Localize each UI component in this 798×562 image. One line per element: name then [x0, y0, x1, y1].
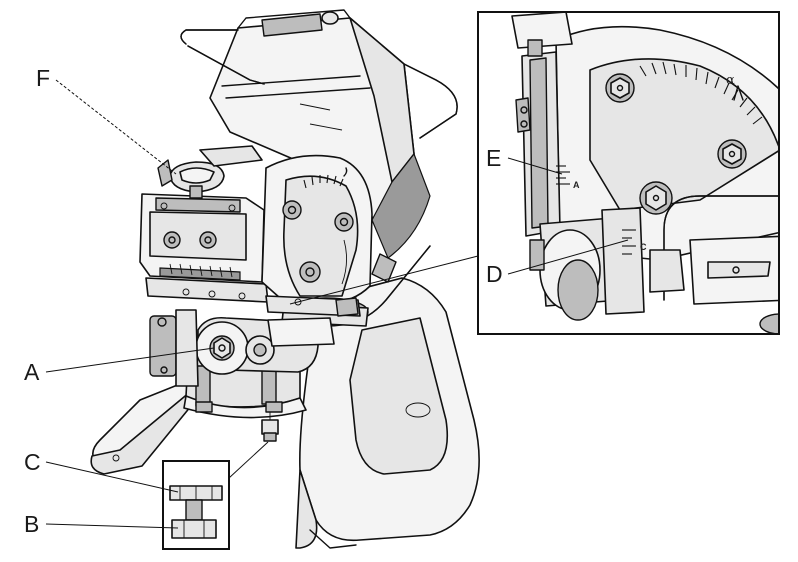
inset-scale-mark-c: C — [640, 242, 647, 252]
leader-inset-top — [289, 255, 479, 305]
callout-e: E — [486, 145, 501, 171]
leader-e — [507, 157, 563, 175]
detail-inset: α A — [477, 11, 780, 335]
leader-b — [45, 523, 179, 529]
callout-c: C — [24, 449, 41, 475]
inset-scale-d — [622, 229, 636, 255]
front-slide — [265, 295, 361, 317]
carry-handle — [180, 29, 458, 139]
leader-a — [45, 347, 215, 373]
top-knob — [157, 145, 263, 199]
inset-scale-mark-a: A — [573, 180, 580, 190]
motor-housing — [209, 9, 431, 259]
leveling-bolts — [195, 401, 283, 442]
inset-angle-symbol: α — [726, 73, 735, 88]
leader-c — [45, 461, 179, 493]
leader-lines — [45, 79, 629, 529]
dial-ticks — [303, 174, 344, 189]
callout-a: A — [24, 359, 40, 385]
leader-f — [55, 79, 177, 175]
machine-body — [90, 9, 480, 549]
leader-d — [507, 239, 629, 275]
callout-b: B — [24, 511, 39, 537]
leader-inset-bottom — [228, 441, 269, 479]
callout-labels: F A C B E D — [24, 65, 503, 537]
callout-f: F — [36, 65, 50, 91]
callout-d: D — [486, 261, 503, 287]
detail-bolt-inset — [162, 460, 230, 550]
inset-scale-e — [556, 165, 570, 185]
inset-dial-scale — [639, 61, 763, 125]
clamp-block — [139, 193, 269, 303]
feed-roller — [149, 309, 335, 387]
stand — [90, 277, 480, 549]
